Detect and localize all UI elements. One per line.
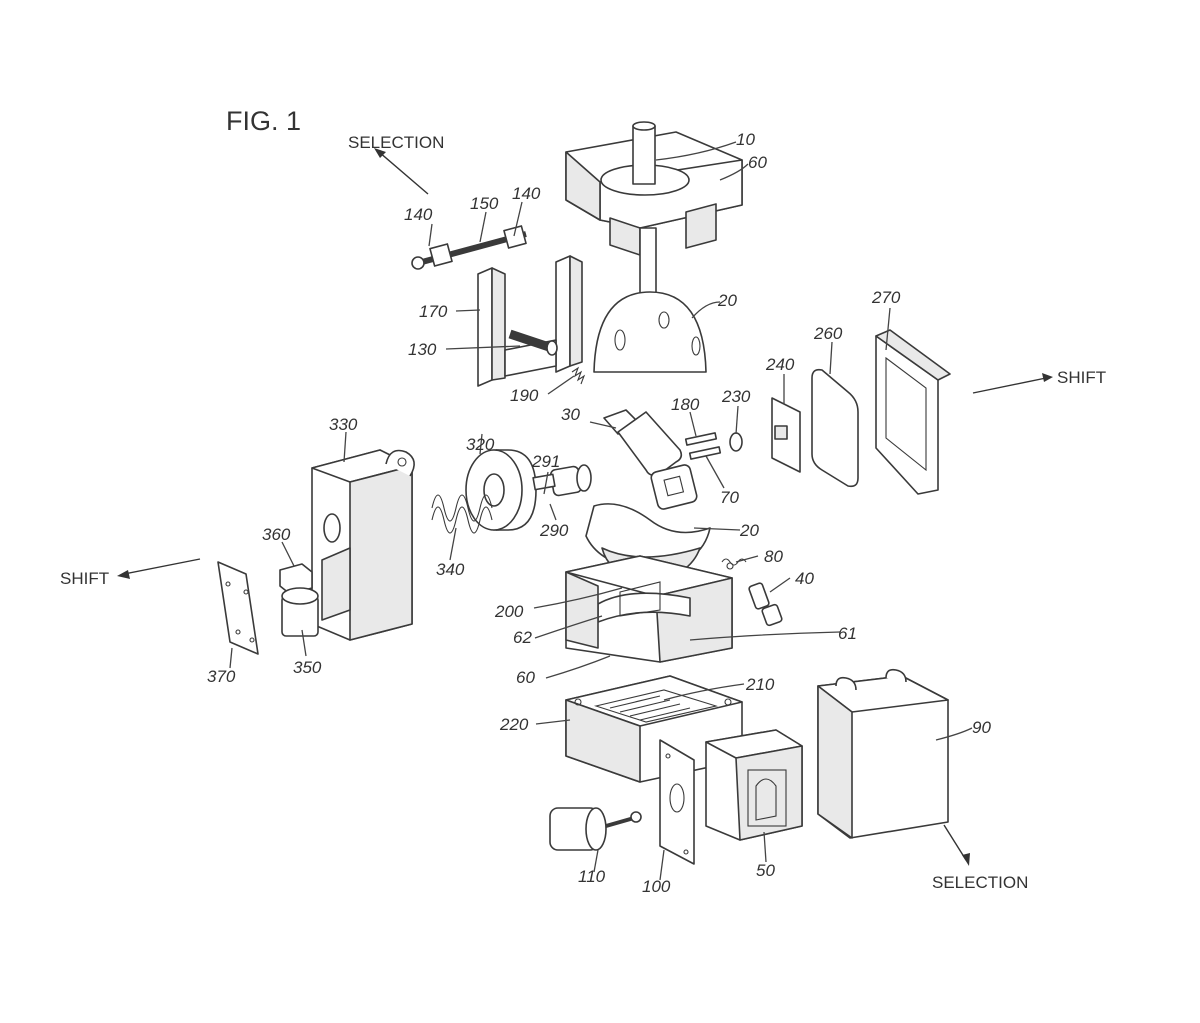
ref-270: 270: [871, 288, 901, 307]
ref-230: 230: [721, 387, 751, 406]
spring-340: [431, 494, 493, 534]
ref-110: 110: [578, 867, 606, 886]
spring-80: [721, 558, 747, 570]
ref-130: 130: [408, 340, 437, 359]
ref-140-right: 140: [512, 184, 541, 203]
shift-left-label: SHIFT: [60, 569, 109, 588]
ref-150: 150: [470, 194, 499, 213]
ref-62: 62: [513, 628, 532, 647]
ref-370: 370: [207, 667, 236, 686]
ref-100: 100: [642, 877, 671, 896]
ref-60-top: 60: [748, 153, 767, 172]
ref-140-left: 140: [404, 205, 433, 224]
shift-lever-30: [603, 409, 698, 510]
ref-30: 30: [561, 405, 580, 424]
guide-pin-150-with-rollers-140: [411, 225, 527, 270]
ref-20-middle: 20: [739, 521, 759, 540]
ref-260: 260: [813, 324, 843, 343]
selection-bottom-label: SELECTION: [932, 873, 1028, 892]
key-360: [279, 563, 313, 595]
shift-right-label: SHIFT: [1057, 368, 1106, 387]
plunger-40: [748, 582, 783, 627]
frame-270: [875, 329, 951, 495]
middle-housing-block-60: [565, 555, 733, 663]
selection-bottom-indicator: SELECTION: [932, 824, 1028, 892]
ref-340: 340: [436, 560, 465, 579]
ref-50: 50: [756, 861, 775, 880]
ref-291: 291: [531, 452, 560, 471]
ref-80: 80: [764, 547, 783, 566]
shift-left-indicator: SHIFT: [60, 558, 201, 588]
ref-200: 200: [494, 602, 524, 621]
plate-100: [659, 739, 695, 865]
outer-cover-90: [817, 668, 949, 839]
pins-180-70: [684, 432, 722, 460]
ref-60-middle: 60: [516, 668, 535, 687]
ref-20-top: 20: [717, 291, 737, 310]
ref-330: 330: [329, 415, 358, 434]
ref-90: 90: [972, 718, 991, 737]
cover-260: [811, 368, 859, 488]
knob-110: [549, 807, 642, 851]
ring-320: [465, 449, 537, 531]
nut-230: [729, 432, 743, 452]
ref-190: 190: [510, 386, 539, 405]
ref-40: 40: [795, 569, 814, 588]
base-220: [565, 675, 743, 783]
ref-290: 290: [539, 521, 569, 540]
ref-350: 350: [293, 658, 322, 677]
gate-housing-50: [705, 729, 803, 841]
cylinder-350: [281, 587, 319, 637]
ref-10: 10: [736, 130, 755, 149]
ref-170: 170: [419, 302, 448, 321]
ref-220: 220: [499, 715, 529, 734]
selection-top-label: SELECTION: [348, 133, 444, 152]
side-housing-330: [311, 449, 415, 641]
figure-title: FIG. 1: [226, 106, 301, 136]
ref-320: 320: [466, 435, 495, 454]
bracket-170: [477, 255, 583, 387]
shift-right-indicator: SHIFT: [972, 368, 1106, 394]
pin-291: [532, 464, 592, 497]
ref-61: 61: [838, 624, 857, 643]
spring-190: [571, 366, 586, 385]
reference-numerals: 10 60 140 150 140 20 170 130 190 270 260…: [207, 130, 991, 896]
rod-130: [508, 329, 558, 356]
ref-70: 70: [720, 488, 739, 507]
top-housing-block-60: [565, 121, 743, 256]
plate-370: [217, 561, 259, 655]
leader-lines: [229, 141, 973, 881]
ref-360: 360: [262, 525, 291, 544]
plate-240: [771, 397, 801, 473]
selection-top-indicator: SELECTION: [348, 133, 444, 195]
ref-210: 210: [745, 675, 775, 694]
ref-240: 240: [765, 355, 795, 374]
ref-180: 180: [671, 395, 700, 414]
ball-joint-20-top: [593, 291, 707, 373]
